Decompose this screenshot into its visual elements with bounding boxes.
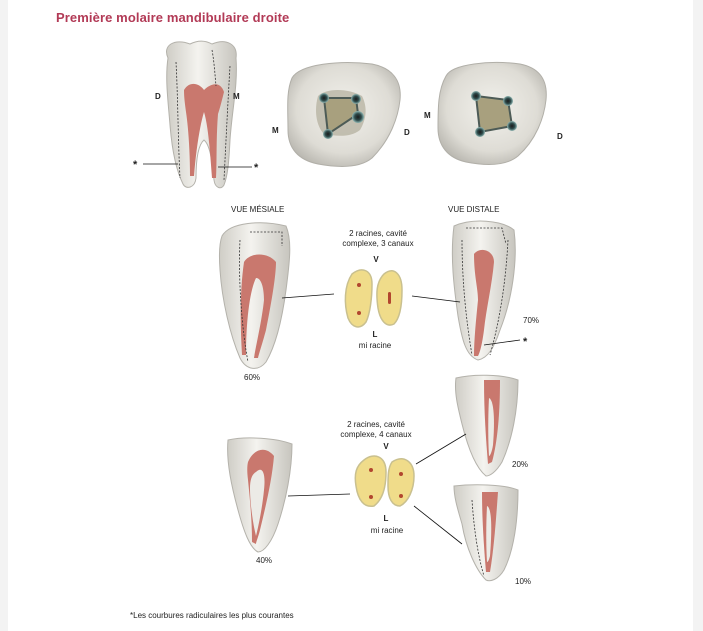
section-1-caption: 2 racines, cavité complexe, 3 canaux	[342, 229, 413, 249]
distal-label-occlusal-1: D	[404, 128, 410, 137]
section-2-caption-line-1: 2 racines, cavité	[347, 420, 405, 429]
cross-section-4-canals	[354, 455, 415, 508]
mesial-label-occlusal-1: M	[272, 126, 279, 135]
section-1-star-marker: *	[523, 336, 528, 348]
right-border	[693, 0, 703, 631]
section-2-root-label: mi racine	[370, 526, 404, 535]
section-1-l-label: L	[372, 330, 378, 339]
star-marker-2: *	[254, 162, 259, 174]
root-section-20	[415, 374, 519, 477]
page-title: Première molaire mandibulaire droite	[56, 10, 290, 25]
section-1-percent-left: 60%	[244, 373, 261, 382]
section-2-percent-upper-right: 20%	[512, 460, 529, 469]
section-2-caption-line-2: complexe, 4 canaux	[340, 430, 412, 439]
distal-view-heading: VUE DISTALE	[448, 205, 500, 214]
molar-occlusal-view-1	[287, 62, 401, 167]
section-2-caption: 2 racines, cavité complexe, 4 canaux	[340, 420, 411, 440]
section-1-caption-line-2: complexe, 3 canaux	[342, 239, 414, 248]
distal-label-left: D	[155, 92, 161, 101]
mesial-root-60	[218, 222, 335, 369]
root-section-40	[227, 437, 351, 553]
star-marker-1: *	[133, 159, 138, 171]
molar-buccal-view	[143, 40, 252, 189]
section-2-percent-left: 40%	[256, 556, 273, 565]
section-2-v-label: V	[383, 442, 389, 451]
molar-occlusal-view-2	[437, 62, 547, 165]
section-1-percent-right: 70%	[523, 316, 540, 325]
distal-label-occlusal-2: D	[557, 132, 563, 141]
mesial-label-left: M	[233, 92, 240, 101]
cross-section-3-canals	[344, 269, 403, 328]
mesial-view-heading: VUE MÉSIALE	[231, 205, 285, 214]
distal-root-70	[411, 220, 521, 361]
section-1-root-label: mi racine	[358, 341, 392, 350]
root-section-10	[413, 484, 519, 582]
section-1-caption-line-1: 2 racines, cavité	[349, 229, 407, 238]
section-1-v-label: V	[373, 255, 379, 264]
footnote: *Les courbures radiculaires les plus cou…	[130, 611, 294, 620]
section-2-percent-lower-right: 10%	[515, 577, 532, 586]
section-2-l-label: L	[383, 514, 389, 523]
mesial-label-occlusal-2: M	[424, 111, 431, 120]
left-border	[0, 0, 8, 631]
